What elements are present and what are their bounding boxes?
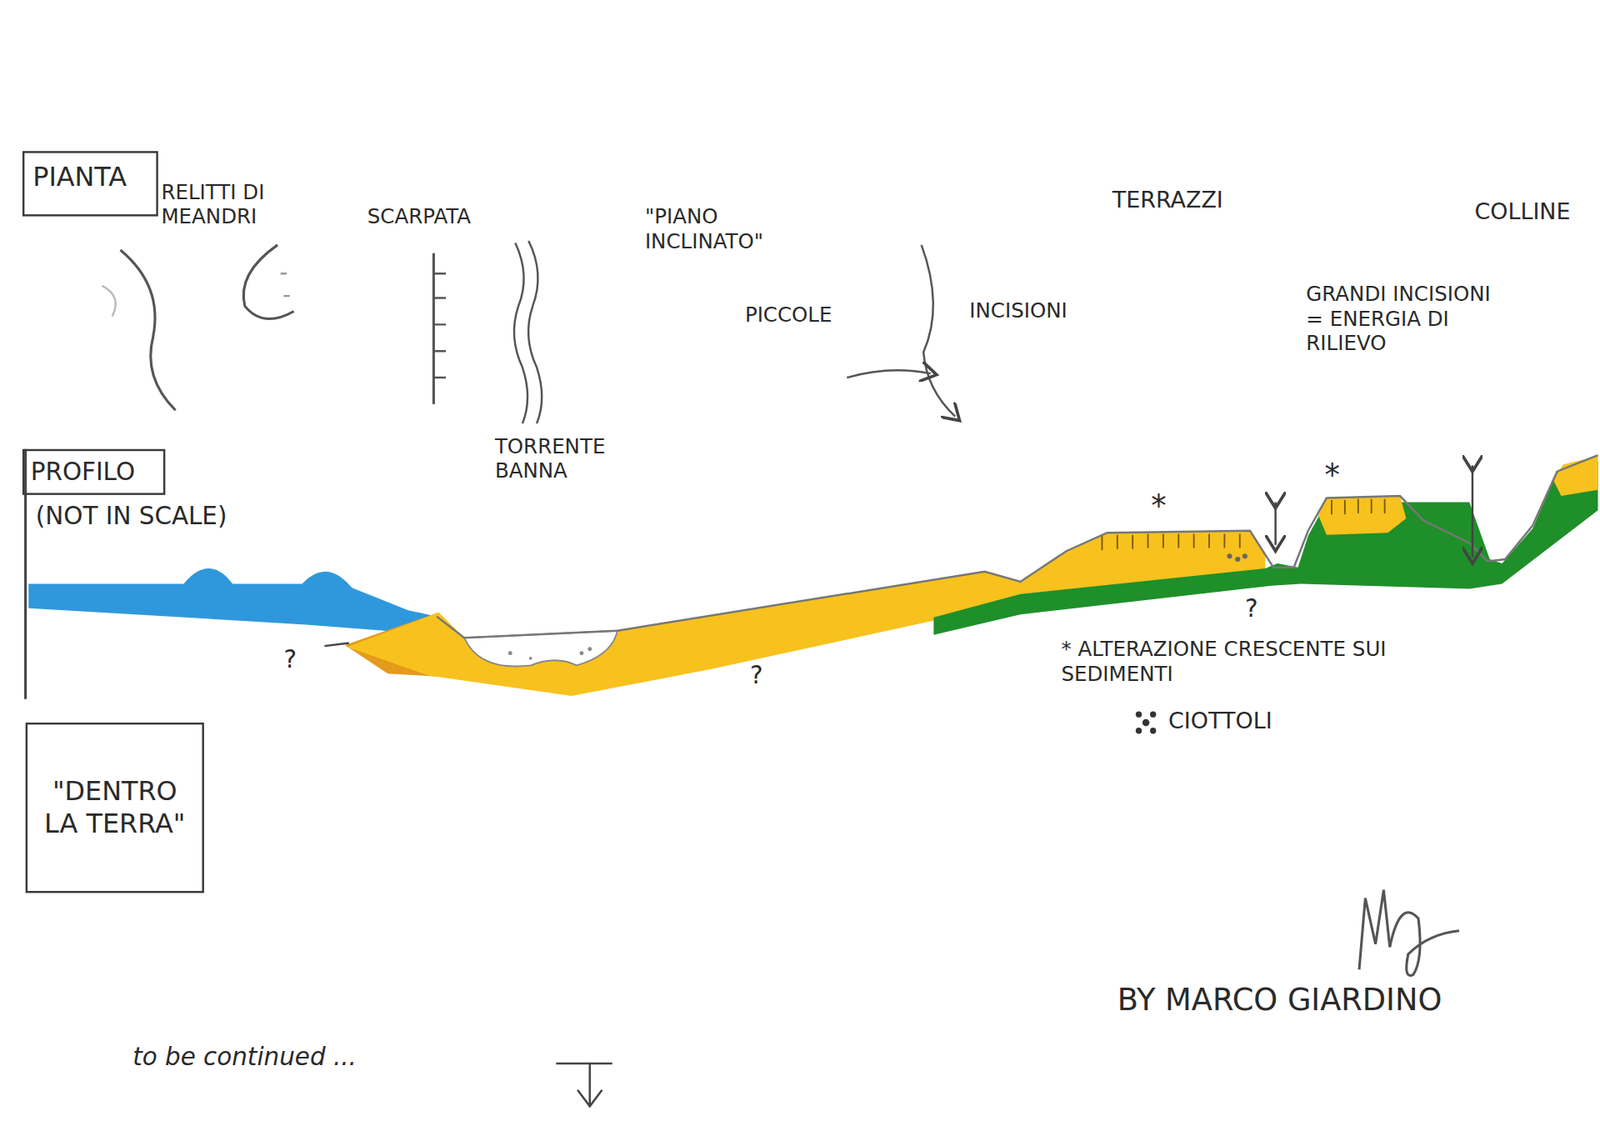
sketch-label: (NOT IN SCALE) — [35, 501, 228, 531]
sketch-label: PICCOLE — [745, 301, 833, 326]
boxed-heading: "DENTRO LA TERRA" — [25, 722, 205, 893]
sketch-label: * — [1324, 457, 1340, 495]
sketch-label: RELITTI DI MEANDRI — [160, 180, 315, 230]
box-text: PIANTA — [32, 160, 148, 193]
sketch-label: "PIANO INCLINATO" — [645, 204, 824, 254]
boxed-heading: PROFILO — [22, 449, 165, 495]
sketch-label: TERRAZZI — [1112, 186, 1224, 214]
sketch-label: GRANDI INCISIONI = ENERGIA DI RILIEVO — [1305, 281, 1500, 355]
boxed-heading: PIANTA — [22, 150, 159, 216]
sketch-label: TORRENTE BANNA — [495, 433, 633, 483]
sketch-label: to be continued ... — [132, 1042, 357, 1072]
sketch-label: * — [1150, 487, 1166, 525]
box-text: PROFILO — [30, 457, 158, 487]
sketch-label: ? — [283, 645, 297, 675]
sketch-label: ? — [750, 660, 764, 690]
sketch-label: COLLINE — [1474, 199, 1570, 226]
sketch-label: INCISIONI — [969, 298, 1067, 323]
sketch-label: * ALTERAZIONE CRESCENTE SUI SEDIMENTI — [1060, 636, 1460, 686]
box-text: "DENTRO LA TERRA" — [37, 775, 192, 840]
sketch-label: SCARPATA — [367, 204, 471, 229]
sketch-label: CIOTTOLI — [1168, 708, 1273, 735]
sketch-label: ? — [1245, 594, 1259, 624]
sketch-label: BY MARCO GIARDINO — [1117, 981, 1443, 1019]
